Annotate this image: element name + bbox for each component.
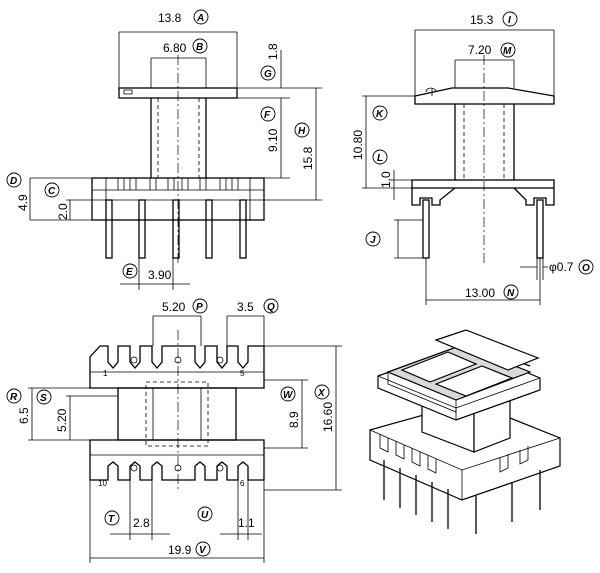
top-view: 1 5 10 6 5.20 P 3.5 Q 6.5 xyxy=(6,298,342,563)
dim-a-value: 13.8 xyxy=(158,11,182,25)
dim-n-value: 13.00 xyxy=(465,286,495,300)
pin-number-1: 1 xyxy=(103,369,108,378)
pin-number-5: 5 xyxy=(240,369,245,378)
dim-x-value: 16.60 xyxy=(321,402,335,432)
dim-m-letter: M xyxy=(503,46,512,57)
dim-l-value: 1.0 xyxy=(379,171,393,188)
dim-u-letter: U xyxy=(201,510,209,521)
dim-b-value: 6.80 xyxy=(163,41,187,55)
dim-m-value: 7.20 xyxy=(468,43,492,57)
dim-i-letter: I xyxy=(508,15,511,26)
dim-a-letter: A xyxy=(196,13,204,24)
dim-j-letter: J xyxy=(370,235,376,246)
dim-f-letter: F xyxy=(264,110,271,121)
pin-number-10: 10 xyxy=(98,479,107,488)
dim-p-value: 5.20 xyxy=(162,300,186,314)
dim-w-letter: W xyxy=(283,390,294,401)
dim-l-letter: L xyxy=(377,153,383,164)
dim-q-value: 3.5 xyxy=(237,300,254,314)
dim-g-letter: G xyxy=(264,69,272,80)
dim-d-value: 4.9 xyxy=(16,194,30,211)
isometric-view xyxy=(369,329,561,534)
dim-o-letter: O xyxy=(582,263,590,274)
dim-s-letter: S xyxy=(40,393,47,404)
dim-f-value: 9.10 xyxy=(266,128,280,152)
side-view: 15.3 I 7.20 M 10.80 K 1.0 L J 13.0 xyxy=(351,11,594,305)
dim-h-value: 15.8 xyxy=(301,146,315,170)
dim-v-letter: V xyxy=(199,545,207,556)
dim-t-letter: T xyxy=(108,514,115,525)
front-view: 13.8 A 6.80 B 1.8 G 9.10 F 15.8 H 4 xyxy=(6,9,322,290)
dim-u-value: 1.1 xyxy=(238,516,255,530)
dim-h-letter: H xyxy=(298,126,306,137)
dim-r-value: 6.5 xyxy=(17,407,31,424)
dim-b-letter: B xyxy=(196,42,203,53)
dim-d-letter: D xyxy=(10,176,17,187)
dim-r-letter: R xyxy=(10,392,18,403)
dim-e-letter: E xyxy=(126,267,133,278)
dim-p-letter: P xyxy=(196,302,203,313)
dim-x-letter: X xyxy=(317,388,326,399)
dim-v-value: 19.9 xyxy=(168,543,192,557)
dim-e-value: 3.90 xyxy=(148,268,172,282)
dim-c-value: 2.0 xyxy=(56,203,70,220)
dim-k-value: 10.80 xyxy=(351,130,365,160)
dim-g-value: 1.8 xyxy=(266,43,280,60)
pin-number-6: 6 xyxy=(240,479,245,488)
dim-k-letter: K xyxy=(376,109,384,120)
dim-w-value: 8.9 xyxy=(287,411,301,428)
dim-t-value: 2.8 xyxy=(133,516,150,530)
dim-q-letter: Q xyxy=(267,302,275,313)
dim-c-letter: C xyxy=(48,186,56,197)
dim-s-value: 5.20 xyxy=(55,408,69,432)
dim-i-value: 15.3 xyxy=(470,13,494,27)
dim-n-letter: N xyxy=(507,288,515,299)
dim-o-value: φ0.7 xyxy=(549,260,574,274)
